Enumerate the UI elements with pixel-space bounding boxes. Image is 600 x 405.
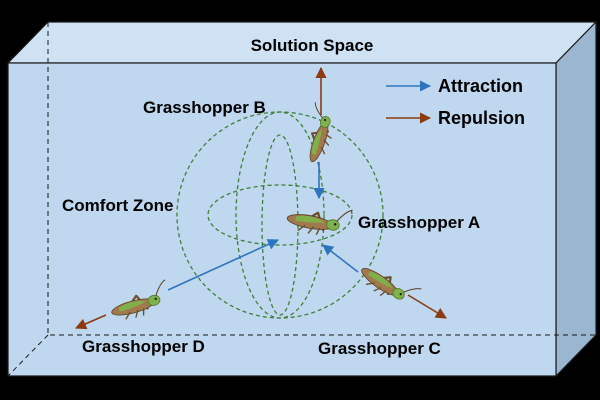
legend: Attraction Repulsion [386, 76, 525, 128]
attraction-arrow-c [322, 244, 359, 273]
box-front-face [7, 62, 557, 377]
comfort-zone-label: Comfort Zone [62, 196, 173, 215]
repulsion-arrow-d [74, 314, 107, 330]
sphere-meridian [235, 111, 325, 319]
box-side-face [555, 20, 597, 378]
legend-repulsion-label: Repulsion [438, 108, 525, 128]
attraction-arrow-d [167, 239, 280, 291]
box-hidden-edges [7, 22, 596, 377]
grasshopper-a-label: Grasshopper A [358, 213, 480, 232]
sphere-equator [207, 184, 353, 246]
solution-space-title: Solution Space [251, 36, 374, 55]
grasshopper-b-label: Grasshopper B [143, 98, 266, 117]
repulsion-arrow-c [407, 294, 447, 319]
legend-attraction-label: Attraction [438, 76, 523, 96]
grasshopper-c-label: Grasshopper C [318, 339, 441, 358]
grasshopper-d-label: Grasshopper D [82, 337, 205, 356]
